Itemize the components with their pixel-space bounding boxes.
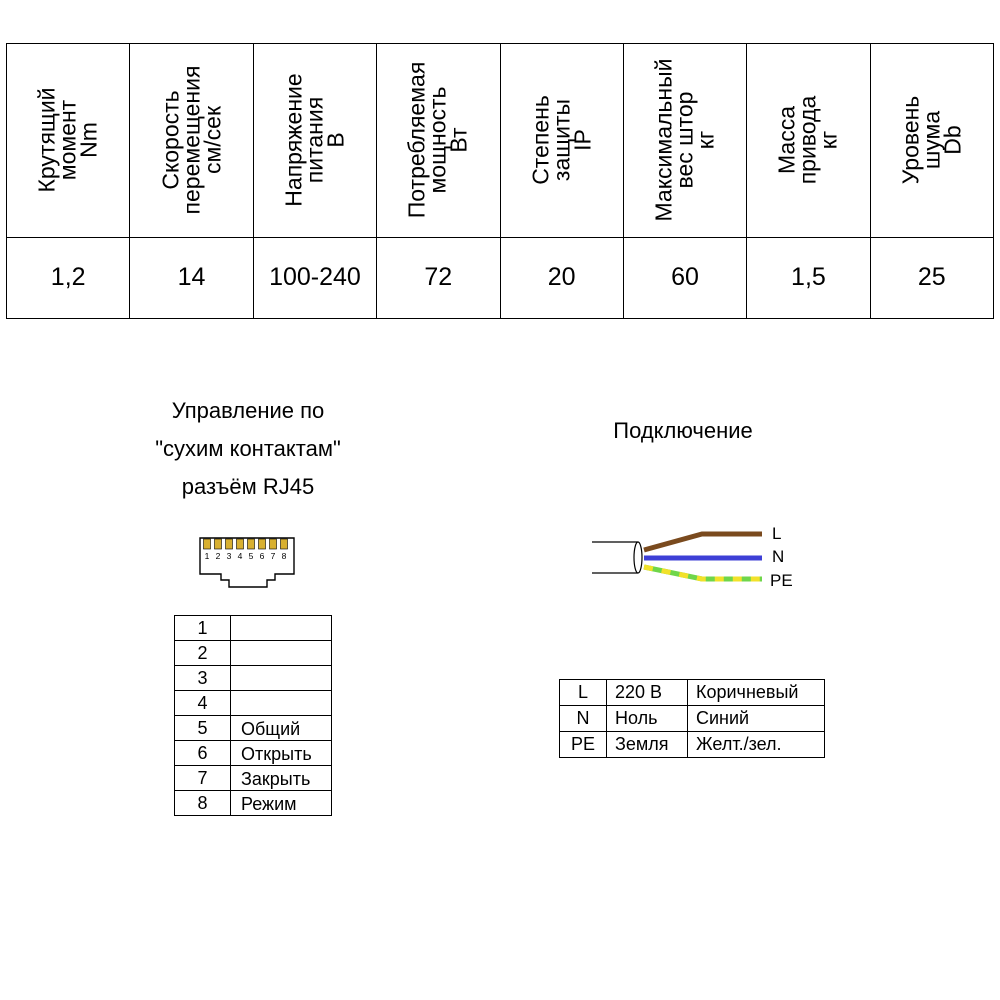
- spec-header-unit: Nm: [75, 122, 102, 159]
- pin-number: 2: [174, 640, 231, 666]
- wire-purpose: Земля: [606, 731, 688, 758]
- spec-value-cell: 14: [129, 236, 254, 320]
- pe-wire-stripe: [643, 564, 762, 582]
- rj45-pin-contact: [214, 538, 222, 550]
- rj45-housing: [199, 537, 295, 588]
- pin-function: Общий: [230, 715, 332, 741]
- rj45-title: Управление по "сухим контактам" разъём R…: [118, 392, 378, 506]
- wire-code: N: [559, 705, 607, 732]
- table-row: 3: [174, 665, 332, 691]
- rj45-pin-contact: [236, 538, 244, 550]
- table-row: PE Земля Желт./зел.: [559, 731, 825, 758]
- rj45-pins: [203, 538, 288, 550]
- pin-function: [230, 665, 332, 691]
- rj45-title-line: Управление по: [171, 398, 325, 423]
- pin-number: 8: [174, 790, 231, 816]
- wire-purpose: Ноль: [606, 705, 688, 732]
- wire-label: L: [772, 524, 781, 543]
- wire-purpose: 220 В: [606, 679, 688, 706]
- pin-number: 6: [174, 740, 231, 766]
- wire-label: PE: [770, 571, 793, 590]
- spec-header-unit: кг: [815, 131, 842, 150]
- pin-function: Открыть: [230, 740, 332, 766]
- spec-value-row: 1,2 14 100-240 72 20 60 1,5 25: [5, 236, 995, 320]
- table-row: 4: [174, 690, 332, 716]
- spec-header-unit: В: [322, 132, 349, 149]
- rj45-pin-contact: [258, 538, 266, 550]
- wire-color: Коричневый: [687, 679, 825, 706]
- spec-value-cell: 1,2: [5, 236, 131, 320]
- cable-end: [633, 541, 643, 574]
- spec-header-unit: Вт: [445, 127, 472, 153]
- brown-wire: [643, 531, 762, 553]
- spec-value-cell: 1,5: [746, 236, 871, 320]
- spec-header-unit: IP: [569, 129, 596, 152]
- table-row: N Ноль Синий: [559, 705, 825, 732]
- wire-label: N: [772, 547, 784, 566]
- rj45-pin-contact: [269, 538, 277, 550]
- pin-number: 3: [174, 665, 231, 691]
- rj45-title-line: разъём RJ45: [181, 474, 315, 499]
- pin-number: 7: [174, 765, 231, 791]
- spec-header-unit: Db: [939, 125, 966, 156]
- pin-function: [230, 640, 332, 666]
- spec-value-cell: 60: [622, 236, 748, 320]
- spec-value-cell: 20: [499, 236, 624, 320]
- rj45-pin-number: 1: [205, 551, 210, 561]
- table-row: L 220 В Коричневый: [559, 679, 825, 706]
- pin-function: Режим: [230, 790, 332, 816]
- rj45-pin-contact: [203, 538, 211, 550]
- connection-table: L 220 В Коричневый N Ноль Синий PE Земля…: [559, 679, 825, 758]
- rj45-pin-number: 4: [238, 551, 243, 561]
- rj45-pin-number: 2: [216, 551, 221, 561]
- pin-function: Закрыть: [230, 765, 332, 791]
- table-row: 1: [174, 615, 332, 641]
- table-row: 2: [174, 640, 332, 666]
- spec-header-unit: кг: [692, 131, 719, 150]
- wire-code: PE: [559, 731, 607, 758]
- rj45-pin-contact: [225, 538, 233, 550]
- spec-header-unit: см/сек: [199, 106, 226, 175]
- rj45-pin-number: 6: [260, 551, 265, 561]
- wire-color: Синий: [687, 705, 825, 732]
- rj45-pin-number: 3: [227, 551, 232, 561]
- cable-wiring-icon: L N PE: [592, 524, 793, 590]
- rj45-pin-number: 7: [271, 551, 276, 561]
- pin-number: 4: [174, 690, 231, 716]
- rj45-pin-number: 8: [282, 551, 287, 561]
- wire-color: Желт./зел.: [687, 731, 825, 758]
- pin-number: 5: [174, 715, 231, 741]
- rj45-pin-contact: [247, 538, 255, 550]
- spec-value-cell: 25: [869, 236, 995, 320]
- spec-value-cell: 72: [376, 236, 501, 320]
- wire-code: L: [559, 679, 607, 706]
- rj45-title-line: "сухим контактам": [155, 436, 341, 461]
- pin-function: [230, 690, 332, 716]
- spec-value-cell: 100-240: [252, 236, 378, 320]
- rj45-pin-contact: [280, 538, 288, 550]
- pin-function: [230, 615, 332, 641]
- connection-title: Подключение: [613, 418, 753, 443]
- pin-number: 1: [174, 615, 231, 641]
- rj45-pin-number: 5: [249, 551, 254, 561]
